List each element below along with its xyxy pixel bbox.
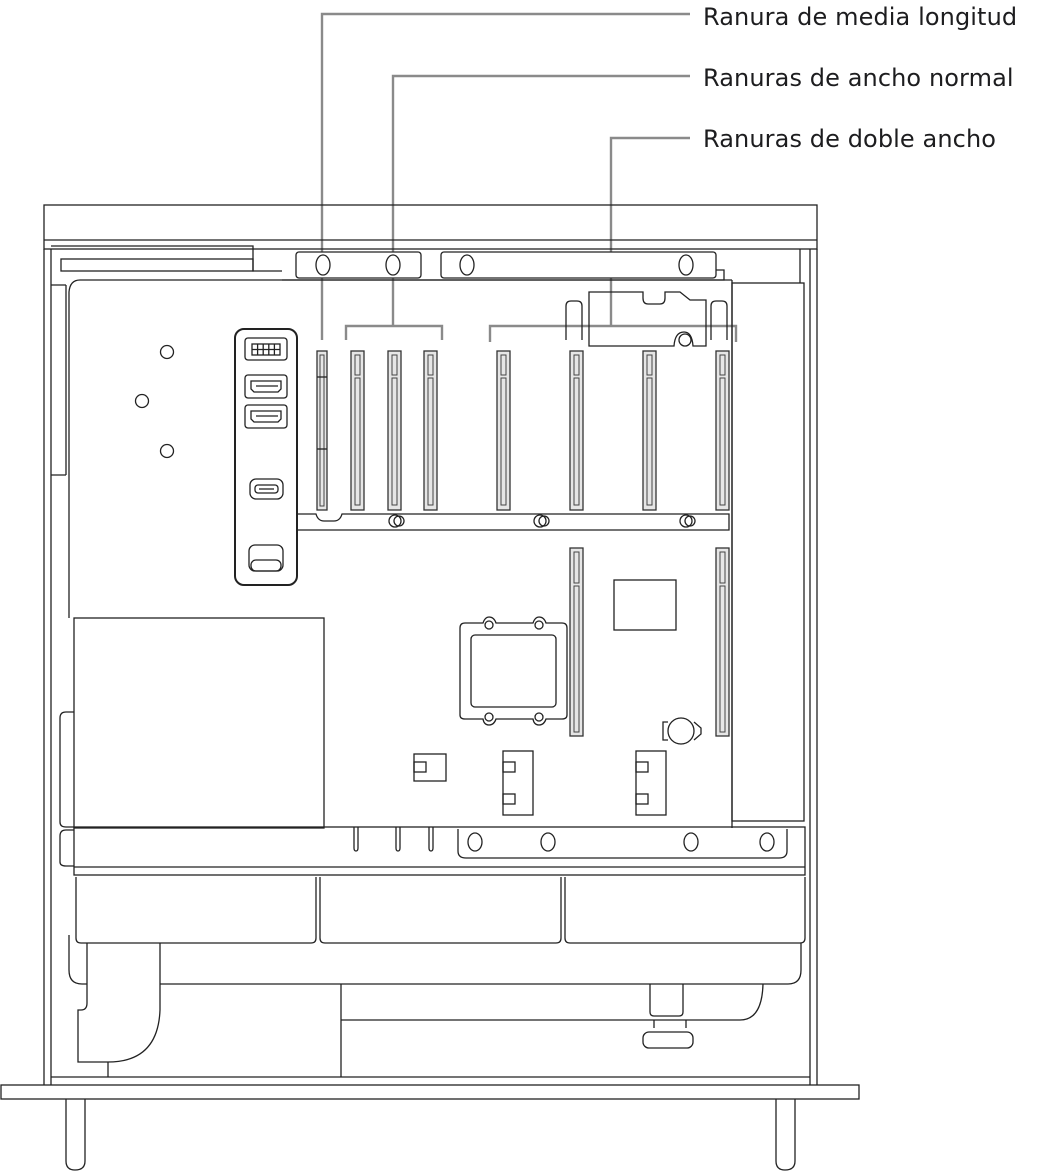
pcie-slot	[496, 350, 511, 511]
pcie-slot	[350, 350, 365, 511]
pcie-slot	[642, 350, 657, 511]
single-wide-slots-label: Ranuras de ancho normal	[703, 64, 1014, 92]
hdmi-port-icon	[244, 404, 288, 429]
half-length-slot	[316, 350, 328, 511]
power-connector-icon	[244, 337, 288, 361]
dimm-slot	[569, 547, 584, 737]
hdmi-port-icon	[244, 374, 288, 399]
chipset	[613, 579, 677, 631]
io-card	[234, 328, 298, 586]
power-headers	[413, 750, 667, 816]
side-panel	[731, 282, 805, 822]
memory-slots	[569, 547, 730, 737]
slot-stiffener-bar	[297, 513, 730, 531]
thunderbolt-port-icon	[249, 478, 284, 500]
fan-modules	[68, 877, 806, 985]
pcie-slot	[569, 350, 584, 511]
power-supply	[59, 617, 325, 867]
double-wide-slots-label: Ranuras de doble ancho	[703, 125, 997, 153]
coin-battery	[662, 717, 702, 745]
base-and-feet	[0, 1084, 860, 1171]
enclosure	[43, 204, 818, 1085]
half-length-slot-label: Ranura de media longitud	[703, 3, 1018, 31]
cpu-socket	[459, 616, 568, 726]
callout-leaders	[320, 12, 738, 342]
lower-chassis	[51, 943, 810, 1078]
pcie-slot	[387, 350, 402, 511]
usb-a-port-icon	[248, 544, 284, 572]
pcie-slot	[423, 350, 438, 511]
bottom-bracket	[73, 826, 806, 876]
pcie-slot	[715, 350, 730, 511]
double-wide-slots	[496, 291, 730, 511]
single-wide-slots	[350, 350, 438, 511]
dimm-slot	[715, 547, 730, 737]
